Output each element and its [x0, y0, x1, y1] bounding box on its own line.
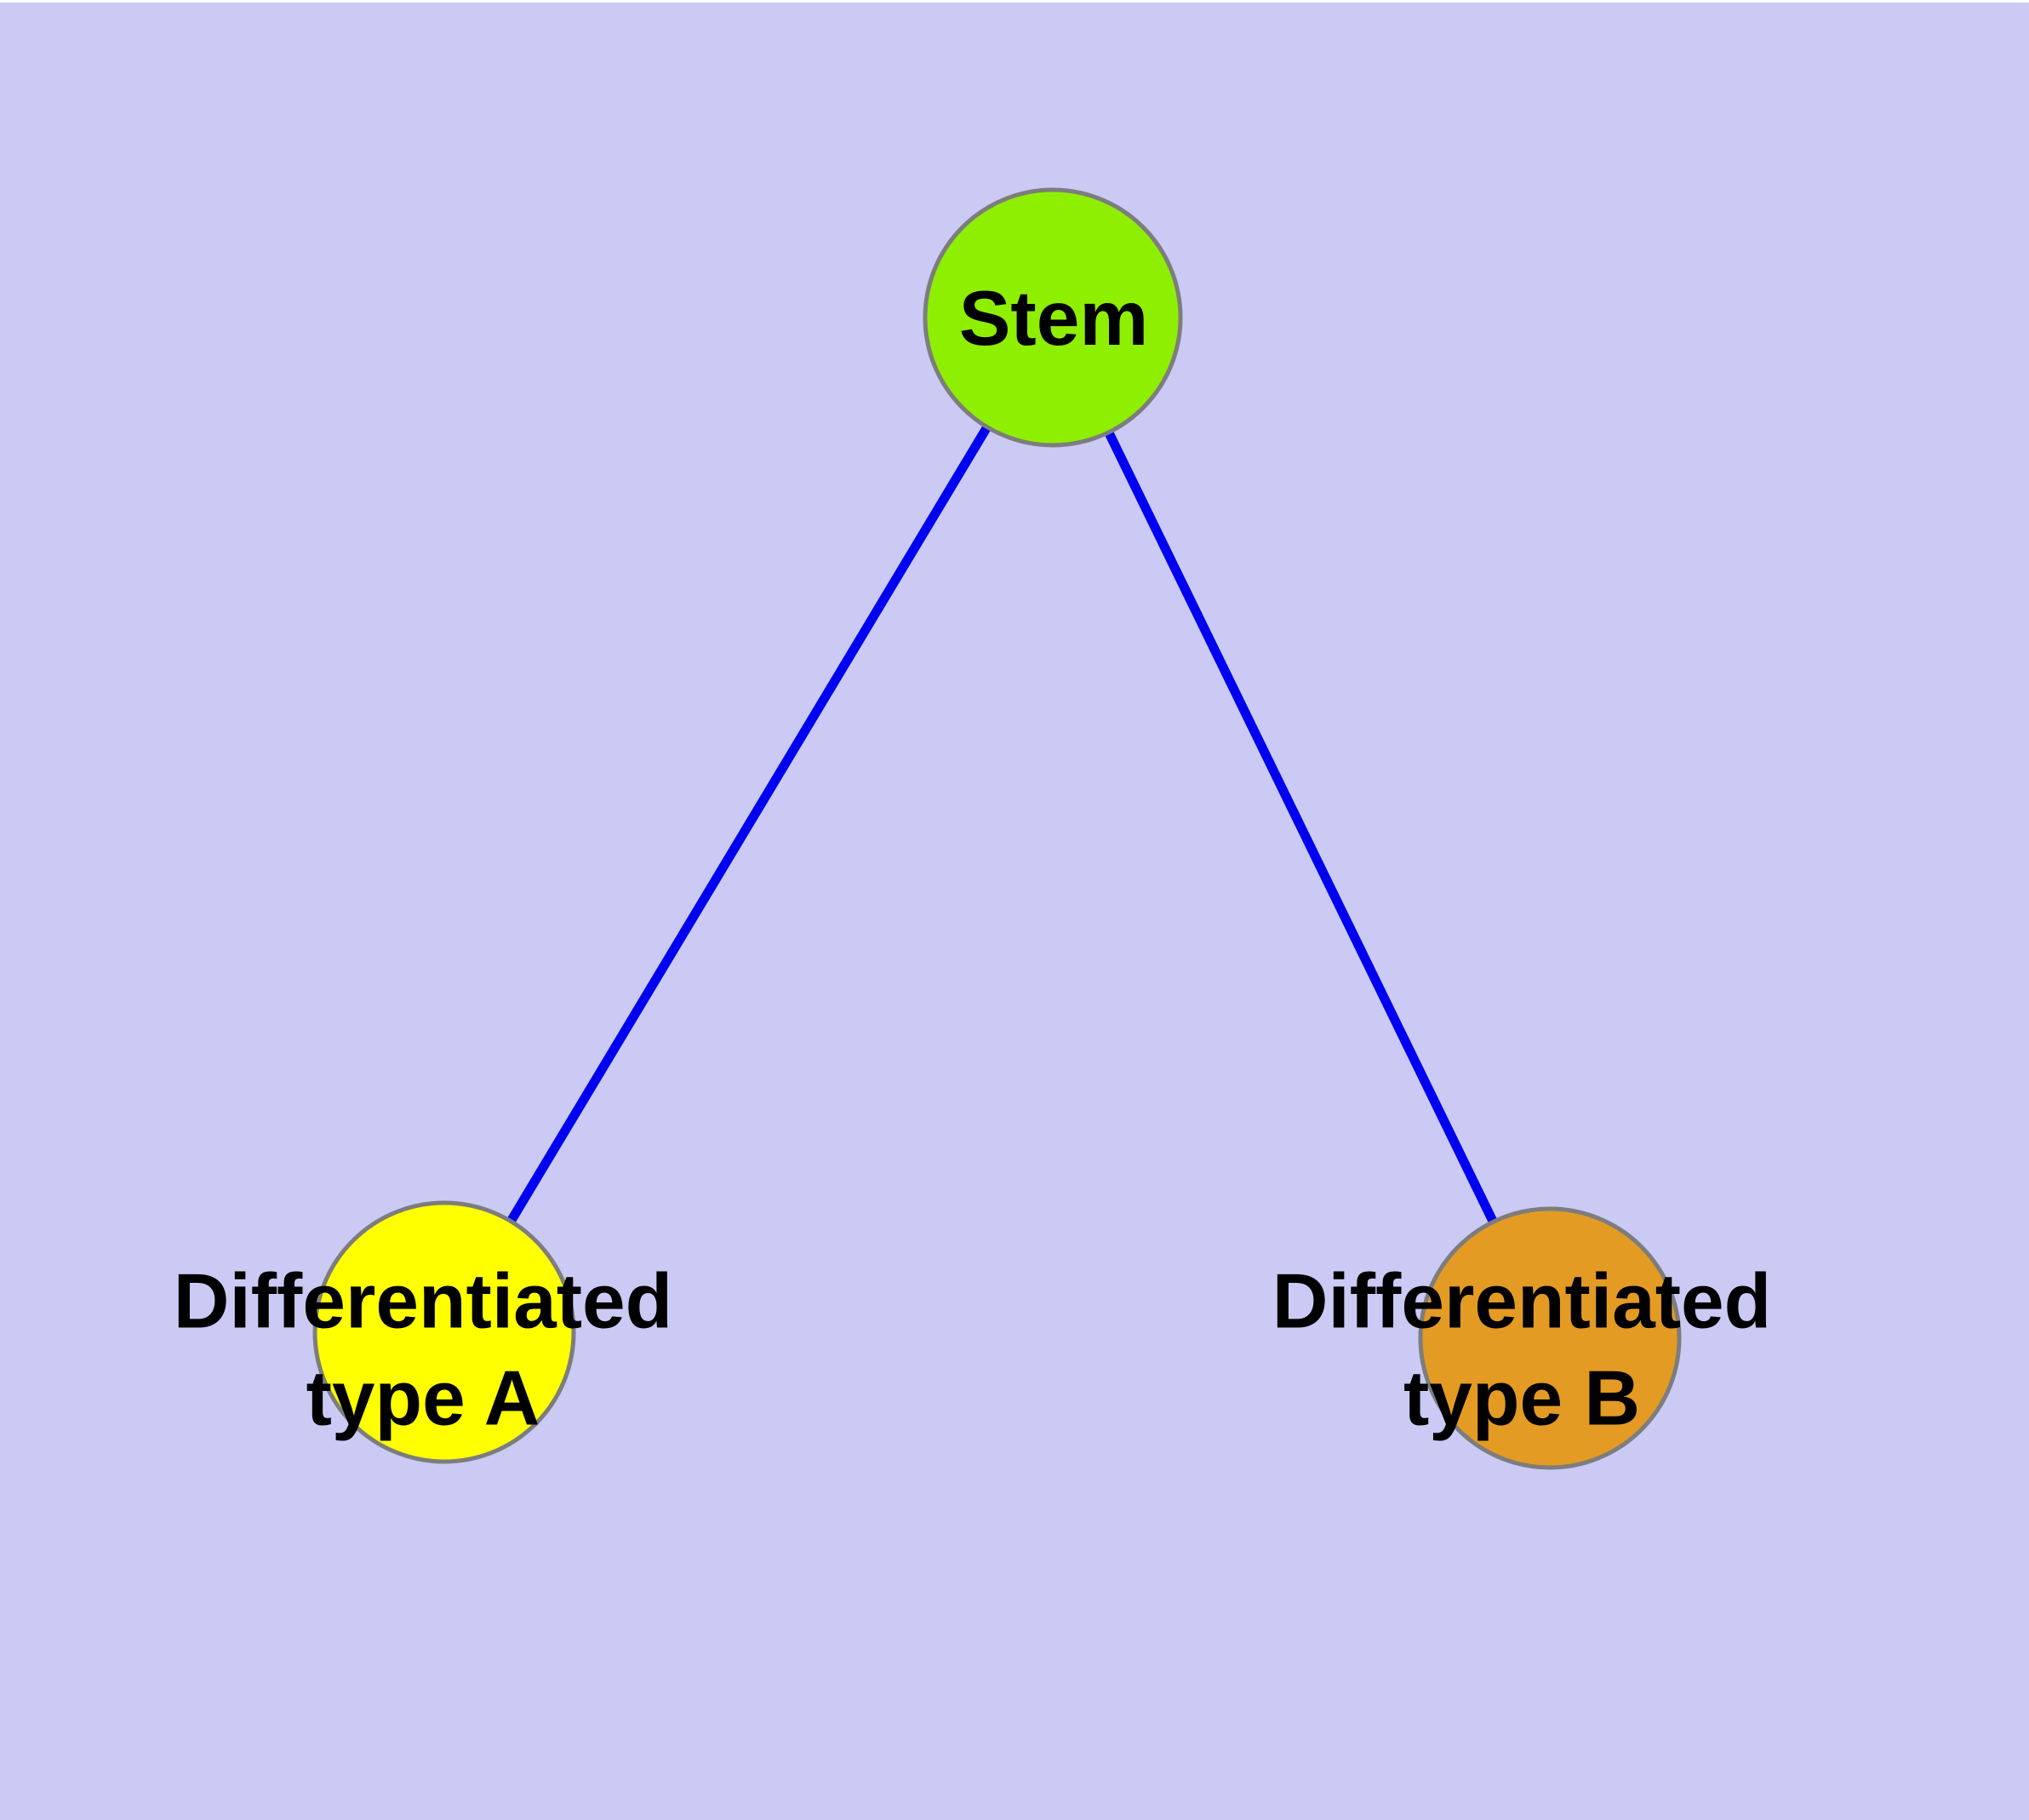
node-stem-circle [923, 187, 1183, 448]
edge-stem-to-type-b [1049, 315, 1554, 1341]
node-type-a-circle [312, 1200, 576, 1464]
edge-stem-to-type-a [440, 315, 1057, 1335]
page-top-margin [0, 0, 2029, 3]
node-type-b-circle [1418, 1206, 1682, 1470]
